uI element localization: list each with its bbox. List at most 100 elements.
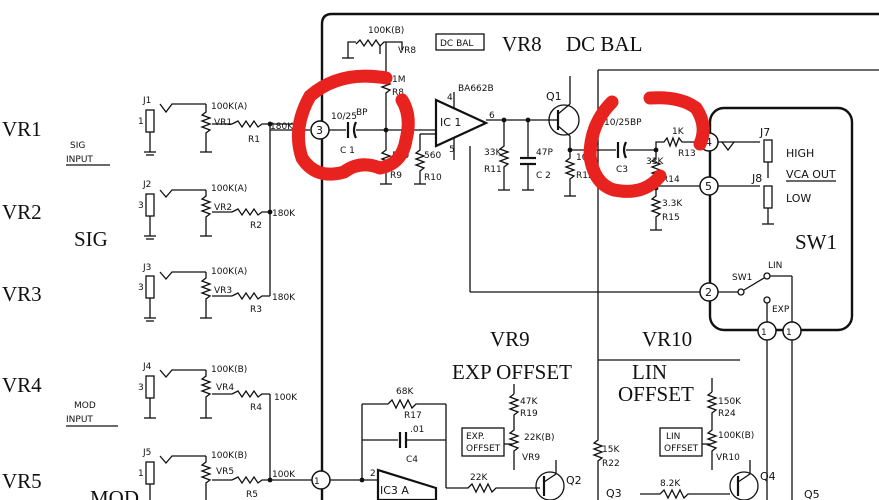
- sig-label: SIG: [74, 227, 108, 251]
- svg-text:R13: R13: [678, 149, 696, 159]
- svg-text:3: 3: [138, 201, 144, 211]
- svg-text:BA662B: BA662B: [458, 84, 494, 94]
- jack-j4: J4 3: [138, 362, 206, 419]
- svg-text:R24: R24: [718, 409, 736, 419]
- svg-text:5: 5: [705, 180, 712, 193]
- svg-text:180K: 180K: [272, 209, 296, 219]
- svg-text:OFFSET: OFFSET: [466, 444, 501, 454]
- svg-text:100K(B): 100K(B): [211, 365, 247, 375]
- pot-vr9: 22K(B) VR9: [504, 424, 555, 470]
- svg-text:33K: 33K: [484, 148, 502, 158]
- resistor-22k: 22K: [446, 473, 540, 494]
- vr5-label: VR5: [2, 469, 42, 493]
- vr9-label: VR9: [490, 327, 530, 351]
- capacitor-c4: .01 C4: [398, 425, 424, 465]
- opamp-ic1: IC 1 BA662B 4 6 5: [434, 84, 495, 160]
- svg-text:100K: 100K: [274, 393, 298, 403]
- pot-vr1: 100K(A) VR1 R1 180K: [200, 102, 300, 153]
- capacitor-c2: 47P C 2: [520, 120, 553, 191]
- svg-text:C 1: C 1: [340, 146, 355, 156]
- resistor-r13: 1K R13: [655, 127, 700, 159]
- svg-text:J5: J5: [142, 448, 151, 458]
- sw1-box: [708, 106, 854, 332]
- node-3: 3: [310, 120, 330, 140]
- resistor-8-2k: 8.2K: [640, 479, 730, 500]
- svg-text:DC BAL: DC BAL: [440, 39, 473, 49]
- q5-label: Q5: [804, 488, 820, 500]
- annotation-circle-c1: [291, 69, 415, 181]
- svg-text:R4: R4: [250, 403, 262, 413]
- jack-j5: J5 1: [138, 448, 206, 500]
- svg-text:BP: BP: [630, 118, 642, 128]
- resistor-r22: 15K R22: [592, 360, 620, 500]
- node-5: 5: [699, 176, 719, 196]
- svg-text:100K: 100K: [272, 470, 296, 480]
- sig-input-label-1: SIG: [70, 141, 85, 151]
- svg-text:R15: R15: [662, 213, 680, 223]
- svg-text:3: 3: [138, 283, 144, 293]
- sw1-label: SW1: [795, 230, 837, 254]
- resistor-r19: 47K R19: [508, 384, 538, 424]
- jack-j3: J3 3: [138, 263, 206, 322]
- svg-text:560: 560: [424, 151, 441, 161]
- switch-sw1: SW1 LIN EXP: [718, 261, 793, 322]
- svg-text:3: 3: [316, 124, 323, 137]
- vr10-label: VR10: [642, 327, 692, 351]
- svg-text:15K: 15K: [602, 445, 620, 455]
- jack-j2: J2 3: [138, 180, 206, 240]
- svg-text:LIN: LIN: [666, 432, 680, 442]
- vca-out-label: VCA OUT: [786, 168, 836, 181]
- svg-text:22K: 22K: [470, 473, 488, 483]
- vr3-label: VR3: [2, 282, 42, 306]
- svg-text:3: 3: [138, 383, 144, 393]
- svg-text:10/25: 10/25: [604, 118, 630, 128]
- svg-text:47P: 47P: [536, 148, 553, 158]
- pot-vr2: 100K(A) VR2 R2 180K: [200, 184, 296, 237]
- svg-text:J8: J8: [751, 172, 762, 185]
- svg-text:HIGH: HIGH: [786, 147, 814, 160]
- svg-text:100K(A): 100K(A): [211, 184, 247, 194]
- svg-text:R2: R2: [250, 221, 262, 231]
- svg-text:C3: C3: [616, 165, 628, 175]
- svg-text:J4: J4: [142, 362, 152, 372]
- pot-vr3: 100K(A) VR3 R3 180K: [200, 267, 296, 319]
- svg-text:VR9: VR9: [522, 453, 540, 463]
- jack-j1: J1 1: [138, 96, 206, 156]
- sig-input-label-2: INPUT: [66, 155, 93, 165]
- resistor-r15: 3.3K R15: [650, 188, 683, 231]
- svg-text:J7: J7: [759, 126, 770, 139]
- svg-text:68K: 68K: [396, 387, 414, 397]
- dc-bal-box: DC BAL: [435, 33, 485, 51]
- svg-text:LIN: LIN: [768, 261, 782, 271]
- svg-text:100K(B): 100K(B): [368, 26, 404, 36]
- annotation-circle-c3: [583, 91, 710, 198]
- svg-text:EXP.: EXP.: [466, 432, 485, 442]
- svg-text:OFFSET: OFFSET: [664, 444, 699, 454]
- svg-text:J2: J2: [142, 180, 151, 190]
- svg-text:33K: 33K: [646, 157, 664, 167]
- svg-text:BP: BP: [356, 108, 368, 118]
- mod-input-label-1: MOD: [74, 401, 96, 411]
- svg-text:IC 1: IC 1: [440, 116, 461, 129]
- svg-text:C4: C4: [406, 455, 418, 465]
- svg-text:4: 4: [705, 136, 712, 149]
- svg-text:J3: J3: [142, 263, 151, 273]
- svg-text:LOW: LOW: [786, 192, 811, 205]
- vr1-label: VR1: [2, 117, 42, 141]
- svg-text:1: 1: [761, 328, 767, 338]
- svg-text:5: 5: [449, 145, 455, 155]
- svg-text:Q1: Q1: [546, 90, 562, 103]
- pot-vr5: 100K(B) VR5 R5 100K: [200, 451, 312, 500]
- svg-text:22K(B): 22K(B): [524, 433, 555, 443]
- svg-text:1M: 1M: [392, 75, 406, 85]
- svg-text:6: 6: [489, 111, 495, 121]
- jack-j7: J7 HIGH: [721, 126, 814, 178]
- vr4-label: VR4: [2, 373, 42, 397]
- svg-text:3.3K: 3.3K: [662, 199, 683, 209]
- svg-text:R19: R19: [520, 409, 538, 419]
- q3-label: Q3: [606, 487, 622, 500]
- svg-text:VR4: VR4: [216, 383, 234, 393]
- svg-text:47K: 47K: [520, 397, 538, 407]
- svg-text:8.2K: 8.2K: [660, 479, 681, 489]
